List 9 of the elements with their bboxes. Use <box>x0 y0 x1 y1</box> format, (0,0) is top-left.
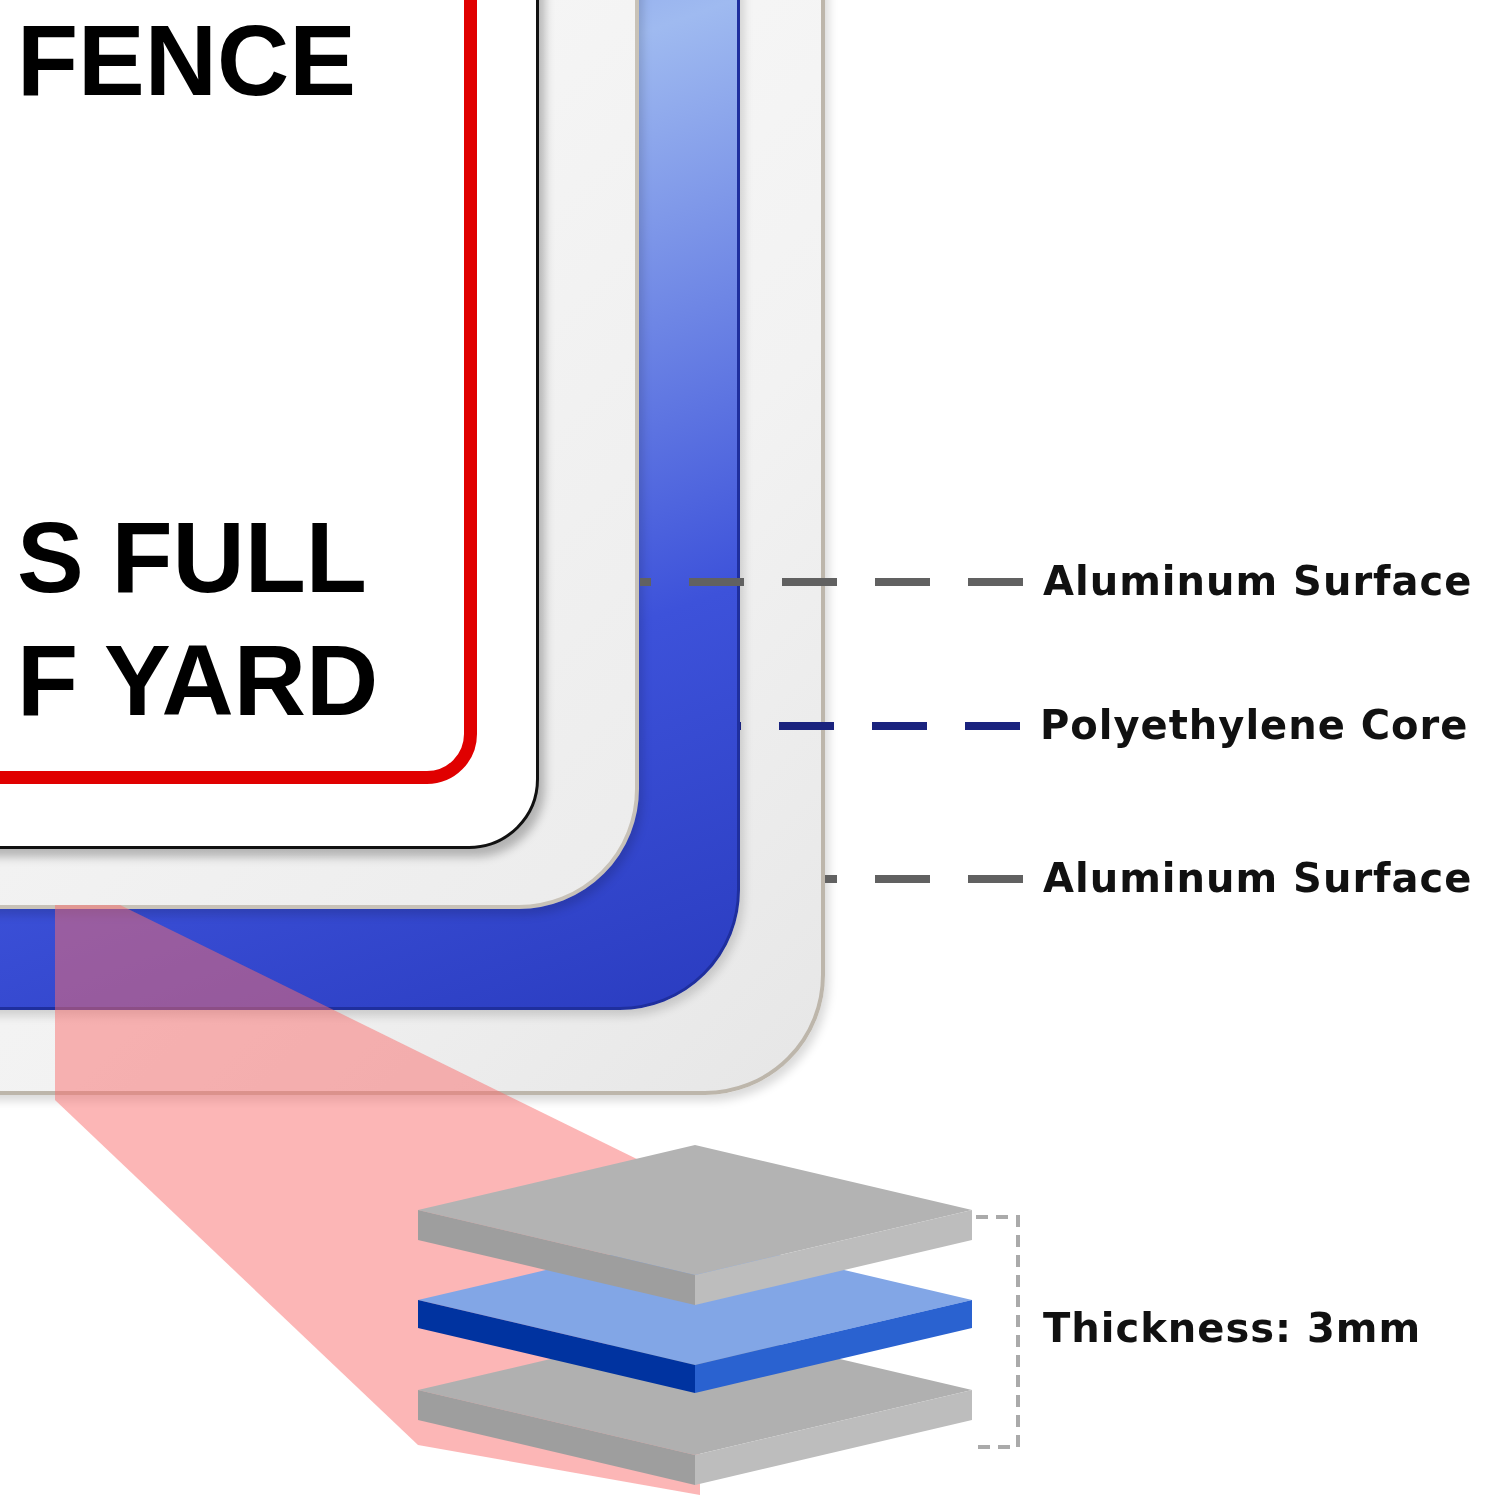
layer-label: Aluminum Surface <box>1043 855 1473 901</box>
layer-label: Aluminum Surface <box>1043 558 1473 604</box>
leader-line <box>740 722 1020 730</box>
sign-text: F YARD <box>17 630 379 730</box>
sign-text: S FULL <box>17 507 367 607</box>
layer-label: Polyethylene Core <box>1040 702 1469 748</box>
leader-line <box>640 578 1023 586</box>
dimension-label: Thickness: 3mm <box>1043 1305 1422 1351</box>
sign-text: FENCE <box>17 10 356 110</box>
